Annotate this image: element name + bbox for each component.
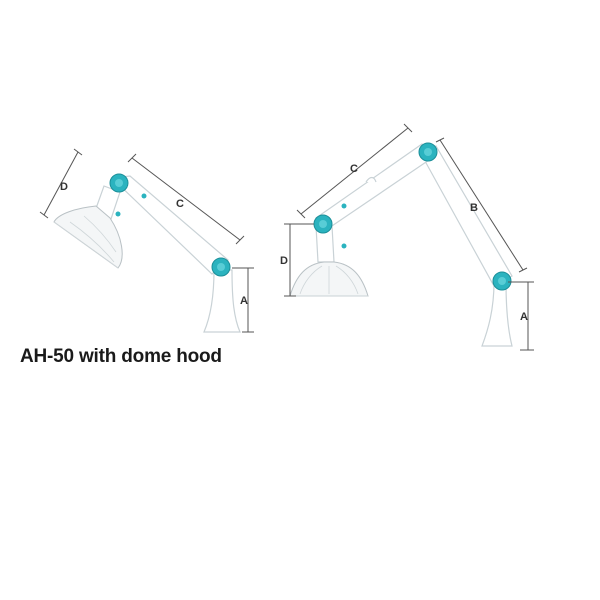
right-dim-label-c: C: [350, 163, 358, 175]
left-top-joint-cap: [115, 179, 123, 187]
left-dim-c-tick-2: [235, 235, 245, 245]
left-lower-joint-cap: [217, 263, 225, 271]
right-top-joint-cap: [424, 148, 432, 156]
right-dim-c-line: [300, 127, 409, 215]
right-dim-b-tick-1: [435, 137, 445, 143]
right-dim-c-tick-2: [403, 123, 413, 133]
left-dim-label-c: C: [176, 198, 184, 210]
right-dim-b-line: [439, 139, 524, 271]
left-dim-label-a: A: [240, 295, 248, 307]
left-dim-d-tick-1: [39, 211, 49, 219]
left-damper-knob: [141, 193, 147, 199]
right-lower-joint-cap: [498, 277, 506, 285]
right-dim-label-a: A: [520, 311, 528, 323]
model-caption: AH-50 with dome hood: [20, 346, 222, 367]
right-dim-b-tick-2: [518, 267, 528, 273]
right-dim-label-b: B: [470, 202, 478, 214]
left-neck-knob: [115, 211, 121, 217]
right-damper-knob: [341, 203, 347, 209]
left-base-column: [203, 269, 241, 333]
right-dim-c-tick-1: [296, 209, 306, 219]
left-arm-segment-c: [110, 175, 229, 275]
left-hood-rim: [53, 221, 119, 269]
right-arm-clip: [365, 176, 377, 183]
right-arm-segment-b: [419, 145, 513, 287]
left-hood-rib-1: [69, 221, 115, 263]
left-extraction-arm: D C A: [39, 148, 254, 333]
left-dim-c-line: [131, 157, 241, 241]
right-hood-rib-2: [335, 265, 359, 295]
left-dim-d-line: [43, 151, 79, 216]
left-hood-rib-2: [83, 215, 117, 253]
right-hood-rib-1: [299, 265, 323, 295]
right-hood-joint-cap: [319, 220, 327, 228]
right-neck-knob: [341, 243, 347, 249]
left-dim-c-tick-1: [127, 153, 137, 163]
left-dim-d-tick-2: [73, 148, 83, 156]
right-base-column: [481, 281, 513, 347]
right-arm-segment-c: [315, 143, 433, 231]
left-dim-label-d: D: [60, 181, 68, 193]
right-extraction-arm: C B D A: [280, 123, 534, 351]
right-dim-label-d: D: [280, 255, 288, 267]
